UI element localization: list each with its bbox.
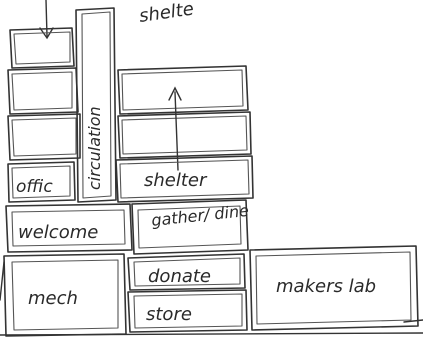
circulation-label: circulation xyxy=(85,106,104,190)
donate-label: donate xyxy=(148,266,211,287)
store-label: store xyxy=(146,304,192,325)
office-label: offic xyxy=(16,177,53,197)
shelter-label: shelter xyxy=(144,170,208,191)
upper-right-block-2 xyxy=(118,112,251,158)
makers-lab-label: makers lab xyxy=(276,276,376,297)
makers-lab-text: makers lab xyxy=(276,276,376,297)
shelter-top-label: shelte xyxy=(138,0,195,27)
welcome-label: welcome xyxy=(18,222,98,243)
left-block-3 xyxy=(8,114,80,160)
ground-line xyxy=(0,333,423,335)
gather-dine-label: gather/ dine xyxy=(150,201,249,230)
mech-label: mech xyxy=(28,288,78,309)
left-block-2 xyxy=(8,68,78,114)
